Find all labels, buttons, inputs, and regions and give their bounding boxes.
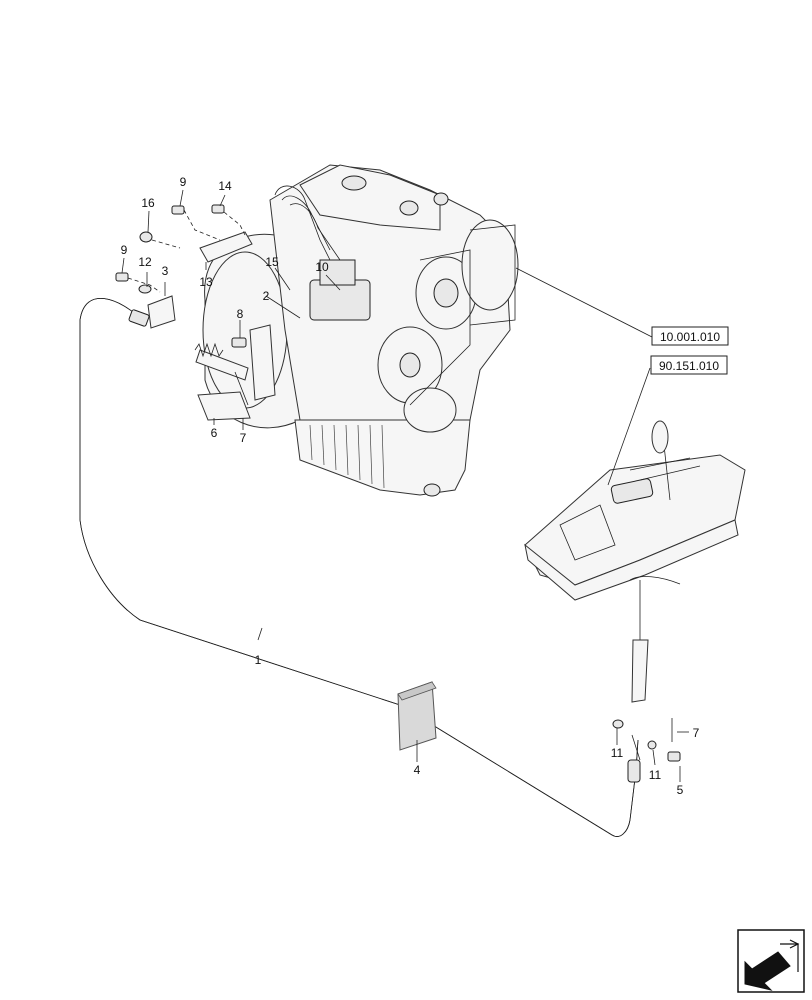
shifter-console <box>524 420 746 762</box>
leader-lines <box>121 189 689 782</box>
engine-assembly <box>115 164 519 497</box>
callout-5: 5 <box>677 783 684 797</box>
callout-10: 10 <box>315 260 329 274</box>
callout-7-engine: 7 <box>240 431 247 445</box>
reference-shifter[interactable]: 90.151.010 <box>650 355 728 375</box>
callout-7-shifter: 7 <box>693 726 700 740</box>
callout-11-left: 11 <box>611 746 624 760</box>
throttle-cable <box>79 297 641 837</box>
callout-3: 3 <box>162 264 169 278</box>
callout-12: 12 <box>138 255 152 269</box>
return-arrow-icon[interactable] <box>737 929 805 993</box>
callout-1: 1 <box>255 653 262 667</box>
reference-engine-text: 10.001.010 <box>660 330 720 344</box>
reference-engine[interactable]: 10.001.010 <box>651 326 729 346</box>
reference-shifter-text: 90.151.010 <box>659 359 719 373</box>
callout-14: 14 <box>218 179 232 193</box>
callout-9-left: 9 <box>121 243 128 257</box>
callout-4: 4 <box>414 763 421 777</box>
callout-11-right: 11 <box>649 768 662 782</box>
callout-16: 16 <box>141 196 155 210</box>
callout-2: 2 <box>263 289 270 303</box>
callout-8: 8 <box>237 307 244 321</box>
callout-labels: 1 2 3 4 5 6 7 7 8 9 9 10 11 11 12 13 14 … <box>121 175 700 797</box>
callout-6: 6 <box>211 426 218 440</box>
cable-clamp-block <box>397 681 437 751</box>
callout-13: 13 <box>199 275 213 289</box>
callout-9-top: 9 <box>180 175 187 189</box>
callout-15: 15 <box>265 255 279 269</box>
